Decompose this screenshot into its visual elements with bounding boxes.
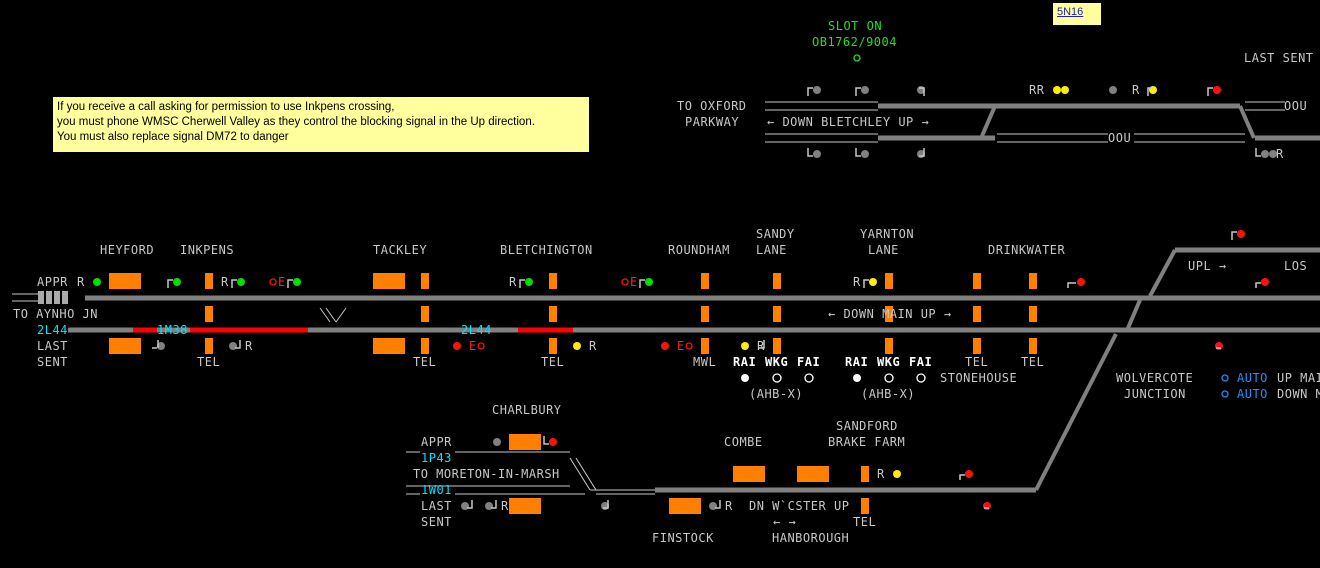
label-tackley: TACKLEY [373,243,428,257]
label-r-oxford-2: R [1276,147,1284,161]
label-down-main-up: ← DOWN MAIN UP → [828,307,952,321]
label-finstock: FINSTOCK [652,531,714,545]
label-hanborough-arrows: ← → [773,515,797,529]
sig-r-6: R [589,339,597,353]
label-mwl: MWL [693,355,717,369]
label-stonehouse: STONEHOUSE [940,371,1018,385]
label-tel-2: TEL [413,355,437,369]
label-oou-2: OOU [1284,99,1308,113]
berth-2l44-b[interactable]: 2L44 [461,323,492,337]
sig-r-1: R [77,275,85,289]
label-r-oxford-1: R [1132,83,1140,97]
label-tel-1: TEL [197,355,221,369]
diag-wolvercote [1034,333,1118,491]
label-sandy: SANDY [756,227,795,241]
label-tel-4: TEL [965,355,989,369]
block-indicators [109,273,1037,514]
label-charlbury: CHARLBURY [492,403,562,417]
signal-posts [152,87,1261,509]
label-appr: APPR [37,275,68,289]
label-ahbx-2: (AHB-X) [861,387,916,401]
label-to-aynho-jn: TO AYNHO JN [13,307,98,321]
label-sent-lower: SENT [421,515,452,529]
sig-r-9: R [725,499,733,513]
label-fai-1: FAI [797,355,821,369]
signal-lamps [93,54,1277,510]
label-down-bletchley-up: ← DOWN BLETCHLEY UP → [767,115,930,129]
label-rai-1: RAI [733,355,757,369]
label-last-lower: LAST [421,499,452,513]
label-roundham: ROUNDHAM [668,243,730,257]
label-bletchington: BLETCHINGTON [500,243,593,257]
label-up-main: UP MAIN [1277,371,1320,385]
label-heyford: HEYFORD [100,243,155,257]
label-tel-5: TEL [1021,355,1045,369]
label-down-main-auto: DOWN MAIN [1277,387,1320,401]
sig-e-4: E [677,339,685,353]
label-los: LOS [1284,259,1308,273]
note-line-3: You must also replace signal DM72 to dan… [57,131,289,143]
slot-status: SLOT ON [828,19,883,33]
label-tel-lower: TEL [853,515,877,529]
crossover-oxford [980,105,997,137]
sig-e-1: E [278,275,286,289]
slot-reference: OB1762/9004 [812,35,897,49]
sig-r-7: R [757,339,765,353]
sig-r-4: R [853,275,861,289]
sig-e-3: E [469,339,477,353]
label-dn-wcster-up: DN W`CSTER UP [749,499,850,513]
label-wkg-1: WKG [765,355,789,369]
label-upl: UPL → [1188,259,1227,273]
label-tel-3: TEL [541,355,565,369]
auto-up-main-button[interactable]: AUTO [1237,371,1268,385]
note-line-2: you must phone WMSC Cherwell Valley as t… [57,116,535,128]
label-hanborough: HANBOROUGH [772,531,850,545]
last-sent-top: LAST SENT [1244,51,1314,65]
sig-e-2: E [630,275,638,289]
berth-1w01[interactable]: 1W01 [421,483,452,497]
auto-down-main-button[interactable]: AUTO [1237,387,1268,401]
thin-lines [12,101,1285,495]
label-rr: RR [1029,83,1045,97]
train-reporting-link[interactable]: 5N16 [1053,3,1101,25]
label-oou-1: OOU [1108,131,1132,145]
track-lines [68,103,1320,493]
label-combe: COMBE [724,435,763,449]
note-line-1: If you receive a call asking for permiss… [57,101,395,113]
crossover-oxford-2 [1238,105,1256,139]
label-fai-2: FAI [909,355,933,369]
label-ahbx-1: (AHB-X) [749,387,804,401]
sig-r-5: R [245,339,253,353]
berth-1p43[interactable]: 1P43 [421,451,452,465]
label-inkpens: INKPENS [180,243,235,257]
label-appr-lower: APPR [421,435,452,449]
diag-wolvercote-2 [1126,299,1142,329]
label-sandford: SANDFORD [836,419,898,433]
label-last: LAST [37,339,68,353]
label-wkg-2: WKG [877,355,901,369]
sig-r-8: R [501,499,509,513]
label-to-oxford: TO OXFORD [677,99,747,113]
label-yarnton-lane: LANE [868,243,899,257]
label-wolvercote: WOLVERCOTE [1116,371,1194,385]
label-sent: SENT [37,355,68,369]
diag-upl [1148,249,1177,297]
label-drinkwater: DRINKWATER [988,243,1066,257]
berth-2l44-a[interactable]: 2L44 [37,323,68,337]
label-parkway: PARKWAY [685,115,740,129]
label-wolvercote-junction: JUNCTION [1124,387,1186,401]
label-to-moreton: TO MORETON-IN-MARSH [413,467,560,481]
sig-r-2: R [221,275,229,289]
inkpens-crossing-note: If you receive a call asking for permiss… [53,97,589,152]
label-sandy-lane: LANE [756,243,787,257]
aynho-boxes [38,291,68,304]
label-rai-2: RAI [845,355,869,369]
sig-r-10: R [877,467,885,481]
label-yarnton: YARNTON [860,227,915,241]
berth-1m38[interactable]: 1M38 [157,323,188,337]
sig-r-3: R [509,275,517,289]
label-brake-farm: BRAKE FARM [828,435,906,449]
